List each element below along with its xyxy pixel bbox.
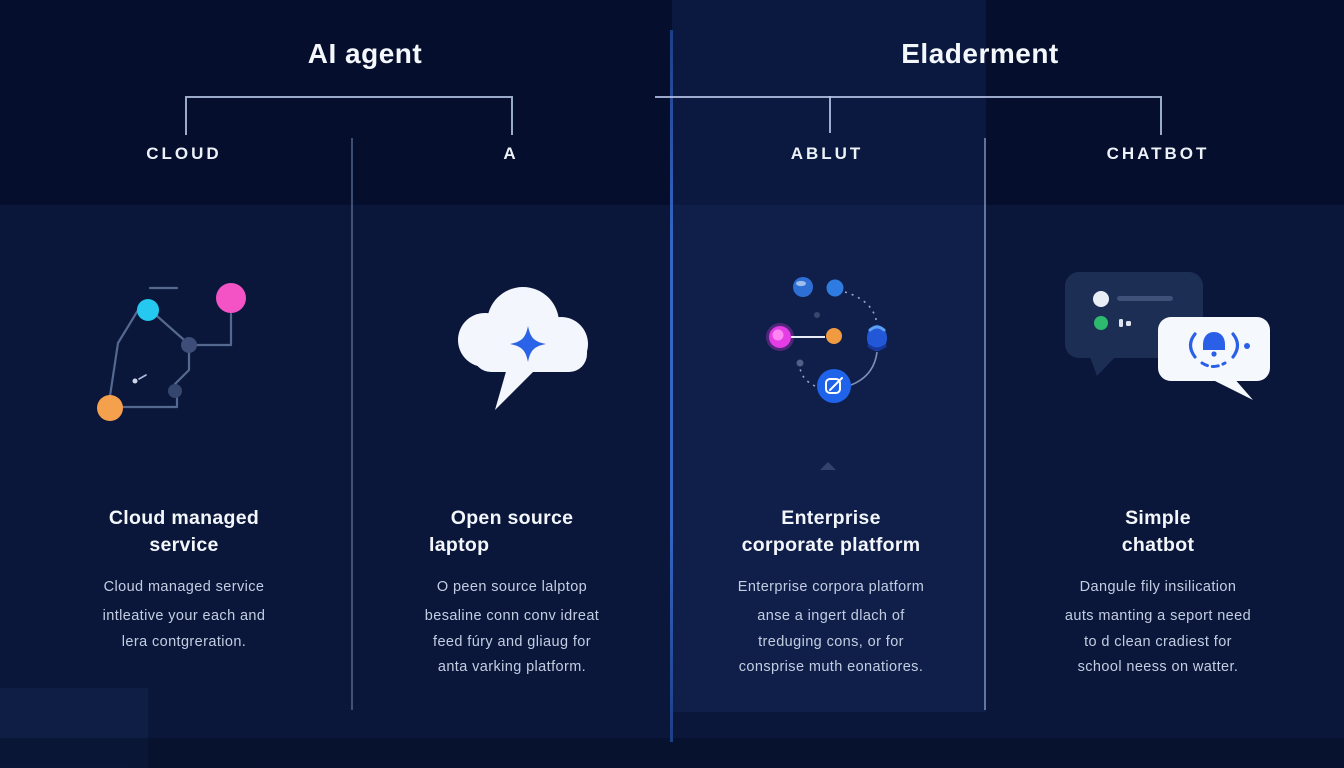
column-lead: O peen source lalptop — [436, 579, 588, 595]
ai-spark-glyph — [510, 326, 546, 362]
column-body-line: intleative your each and — [102, 608, 266, 624]
column-body-line: feed fúry and gliaug for — [433, 633, 591, 650]
group-title-eladerment: Eladerment — [901, 38, 1059, 69]
column-title: chatbot — [1121, 534, 1195, 556]
column-title: Simple — [1125, 507, 1191, 529]
column-label-ablut: ABLUT — [790, 144, 864, 163]
edit-check-node — [817, 369, 851, 403]
column-body-line: auts manting a seport need — [1064, 608, 1252, 624]
column-lead: Enterprise corpora platform — [737, 579, 925, 595]
column-title: laptop — [429, 534, 490, 556]
ablut-column-text: Enterprise corporate platform Enterprise… — [676, 505, 986, 681]
column-body-line: to d clean cradiest for — [1084, 633, 1232, 650]
column-title: service — [149, 534, 219, 556]
a-column-text: Open source laptop O peen source lalptop… — [357, 505, 667, 681]
cloud-column-text: Cloud managed service Cloud managed serv… — [29, 505, 339, 655]
column-title: Cloud managed — [108, 507, 260, 529]
column-body-line: lera contgreration. — [121, 633, 247, 650]
column-body-line: consprise muth eonatiores. — [738, 659, 924, 675]
bottom-vignette — [0, 738, 1344, 768]
column-title: corporate platform — [741, 534, 921, 556]
white-chat-bubble — [1158, 317, 1270, 400]
ablut-chatbot-divider-line — [984, 138, 986, 710]
cloud-ai-spark-icon — [458, 287, 588, 410]
center-divider-line — [670, 30, 673, 742]
cloud-a-divider-line — [351, 138, 353, 710]
column-lead: Cloud managed service — [103, 579, 265, 595]
column-body-line: anse a ingert dlach of — [757, 608, 905, 624]
ablut-bracket-tick — [829, 96, 831, 133]
chat-bubbles-icon — [1065, 272, 1270, 400]
column-title: Enterprise — [781, 507, 881, 529]
column-title: Open source — [450, 507, 574, 529]
column-body-line: besaline conn conv idreat — [424, 608, 600, 624]
bottom-left-patch — [0, 688, 148, 768]
network-nodes-icon — [97, 283, 246, 421]
caret-up-icon — [820, 462, 836, 470]
column-lead: Dangule fily insilication — [1079, 579, 1237, 595]
left-bracket-connector — [185, 96, 513, 135]
chatbot-column-text: Simple chatbot Dangule fily insilication… — [1003, 505, 1313, 681]
column-label-cloud: CLOUD — [146, 144, 222, 163]
group-title-ai-agent: AI agent — [307, 38, 423, 69]
bot-head-node — [867, 325, 887, 351]
column-label-a: A — [503, 144, 519, 163]
column-label-chatbot: CHATBOT — [1106, 144, 1210, 163]
bell-icon — [1188, 332, 1250, 368]
column-body-line: school neess on watter. — [1077, 659, 1239, 675]
right-bracket-connector — [655, 96, 1162, 135]
orbit-workflow-icon — [766, 277, 887, 403]
column-body-line: treduging cons, or for — [758, 633, 904, 650]
column-body-line: anta varking platform. — [437, 659, 587, 675]
